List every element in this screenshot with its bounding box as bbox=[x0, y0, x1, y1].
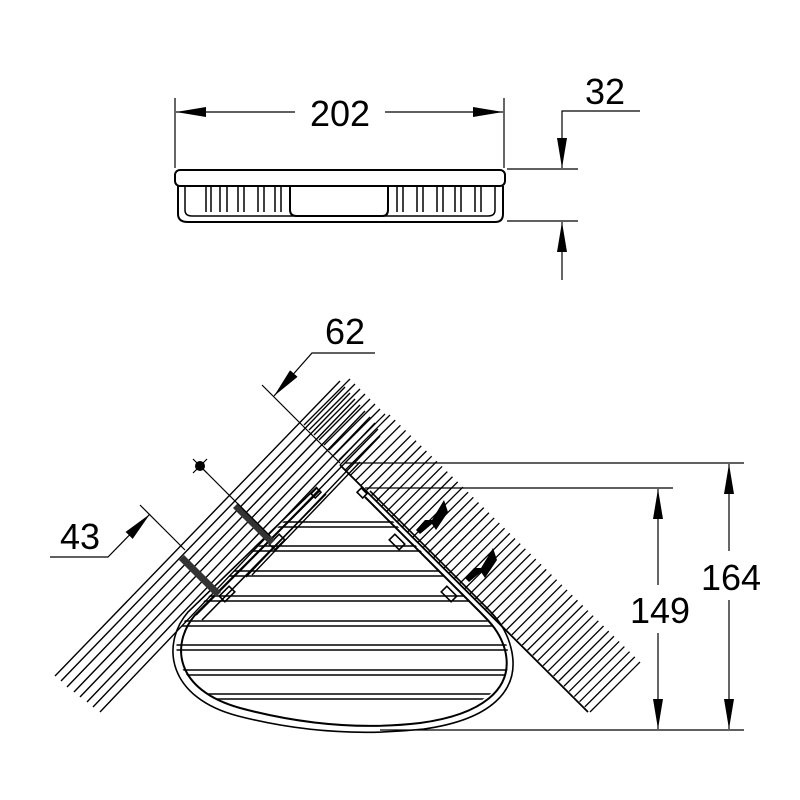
dimension-wall-offset: 62 bbox=[261, 311, 375, 464]
anchor-icon bbox=[416, 500, 448, 534]
dimension-depth: 149 164 bbox=[345, 462, 761, 731]
basket-frame-outer bbox=[180, 489, 508, 727]
front-view: 202 32 bbox=[174, 71, 640, 280]
dimension-label-depth-outer: 164 bbox=[701, 557, 761, 598]
basket-top-view bbox=[172, 486, 514, 734]
dimension-label-width: 202 bbox=[310, 93, 370, 134]
dimension-label-height: 32 bbox=[585, 71, 625, 112]
dimension-label-fixing-offset: 43 bbox=[60, 516, 100, 557]
basket-body bbox=[177, 186, 504, 223]
basket-rim bbox=[174, 169, 506, 187]
dimension-fixing-offset: 43 bbox=[50, 504, 186, 558]
dimension-label-wall-offset: 62 bbox=[325, 311, 365, 352]
basket-wires-right bbox=[396, 186, 482, 212]
basket-frame-inner bbox=[172, 486, 514, 734]
drill-mark bbox=[192, 458, 271, 537]
dimension-height: 32 bbox=[507, 71, 640, 280]
dimension-width: 202 bbox=[174, 93, 505, 168]
dimension-label-depth-inner: 149 bbox=[630, 590, 690, 631]
anchor-icon bbox=[465, 548, 497, 582]
basket-wires-left bbox=[205, 186, 282, 212]
mounting-brackets bbox=[218, 486, 458, 603]
basket-cutout bbox=[289, 186, 389, 217]
anchor-icon bbox=[233, 503, 275, 545]
top-view: 62 43 149 164 bbox=[50, 311, 761, 734]
anchor-icon bbox=[179, 555, 221, 597]
wall-anchors bbox=[179, 500, 497, 597]
right-wall-face bbox=[339, 464, 589, 713]
right-wall-hatching bbox=[303, 378, 641, 713]
